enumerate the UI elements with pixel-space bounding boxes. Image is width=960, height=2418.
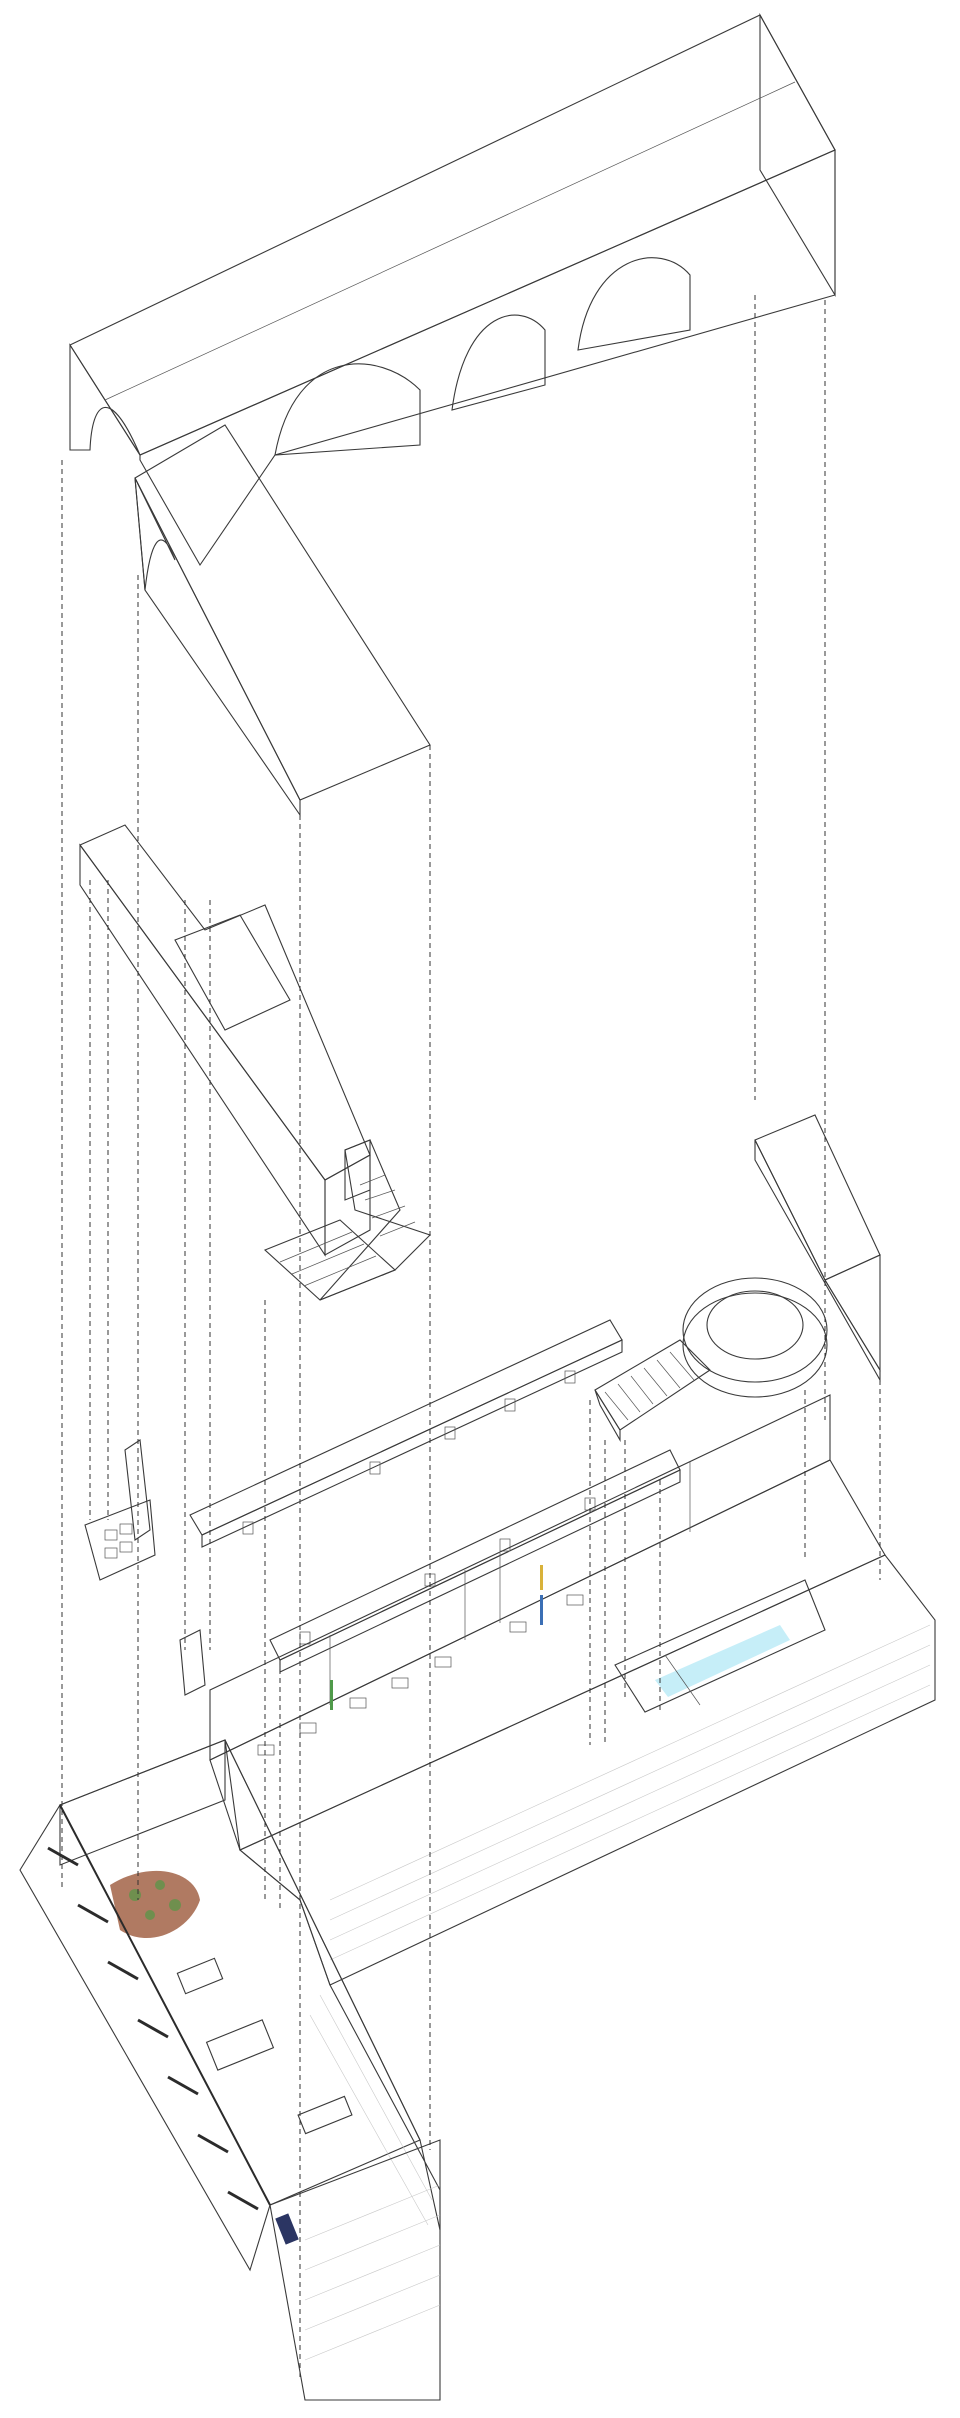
shelving-cells (104, 1523, 133, 1559)
spiral-stair-flight (594, 1339, 711, 1431)
beam-lower-top (269, 1449, 681, 1661)
spiral-stair-side (594, 1389, 621, 1443)
corridor-right-face (324, 1154, 371, 1256)
wall-block-front (824, 1254, 881, 1372)
roof-ridge (104, 81, 796, 401)
pool-edge (664, 1654, 701, 1706)
vaulted-roof-long-wing (69, 12, 836, 567)
upper-corridor-volume (79, 824, 371, 1257)
roof-arch-1 (274, 363, 421, 456)
corridor-left-face (79, 843, 326, 1257)
wall-block-top (754, 1114, 881, 1281)
shelving-body (84, 1499, 156, 1581)
long-wing-front-wall (238, 1554, 936, 1986)
beam-upper-side (201, 1339, 623, 1548)
accent-strip-yellow (540, 1565, 543, 1590)
accent-strip-blue (540, 1595, 543, 1625)
accent-strip-green (330, 1680, 333, 1710)
ground-floor-plan (19, 1394, 936, 2401)
stair-flight-2 (344, 1139, 371, 1201)
stair-treads (279, 1174, 416, 1287)
roof-top-face (69, 14, 836, 456)
dining-table (176, 1957, 224, 1995)
small-shelving-unit (84, 1439, 206, 1696)
projection-lines (61, 295, 881, 2380)
kitchen-island (205, 2019, 275, 2071)
short-wing-wall-hatching (309, 1994, 433, 2226)
circular-platform (682, 1277, 828, 1398)
shelving-tower (124, 1439, 151, 1541)
corridor-annex (174, 914, 291, 1031)
garden-courtyard (110, 1870, 200, 1939)
platform-ring (682, 1277, 828, 1383)
end-wall-hatching (304, 2184, 441, 2361)
roof-wing-top (134, 424, 431, 801)
small-wall-panel (179, 1629, 206, 1696)
short-wing-floor (59, 1739, 421, 2206)
short-wing-right-wall (224, 1739, 441, 2231)
long-wing-wall-hatching (329, 1624, 931, 1961)
timber-staircase-upper (263, 1139, 432, 1301)
roof-arch-3 (577, 257, 691, 351)
facade-top-rail (59, 1804, 271, 2206)
timber-beam-upper (189, 1319, 623, 1548)
stair-flight-1 (319, 1139, 432, 1301)
short-wing-back-wall (59, 1739, 226, 1866)
roof-front-face (139, 149, 836, 567)
corridor-top-face (79, 824, 371, 1181)
roof-end-vault (69, 343, 141, 456)
wall-niches (257, 1594, 584, 1756)
navy-cabinet (275, 2213, 299, 2245)
long-wing-floor (209, 1459, 886, 1851)
beam-lower-side (279, 1469, 681, 1673)
vaulted-roof-short-wing (134, 424, 431, 817)
beam-upper-top (189, 1319, 623, 1536)
roof-end-face (759, 12, 836, 297)
short-wing-end-wall (269, 2139, 441, 2401)
spiral-stair (594, 1339, 711, 1443)
roof-wing-end-vault (134, 477, 176, 591)
detached-wall-block (754, 1114, 881, 1383)
facade-mullions (47, 1846, 259, 2211)
wall-block-side (754, 1139, 881, 1383)
long-wing-back-wall (209, 1394, 831, 1761)
timber-beam-lower (269, 1449, 681, 1673)
back-wall-panels (329, 1462, 691, 1705)
spiral-stair-treads (604, 1351, 695, 1421)
platform-base (682, 1292, 828, 1398)
platform-opening (706, 1290, 804, 1360)
beam-upper-brackets (242, 1370, 576, 1535)
garden-plants (129, 1880, 181, 1920)
pool (614, 1579, 826, 1713)
roof-arch-2 (451, 314, 546, 411)
beam-lower-brackets (299, 1497, 596, 1645)
kitchen-counter (297, 2095, 353, 2135)
pool-highlight (655, 1625, 790, 1697)
